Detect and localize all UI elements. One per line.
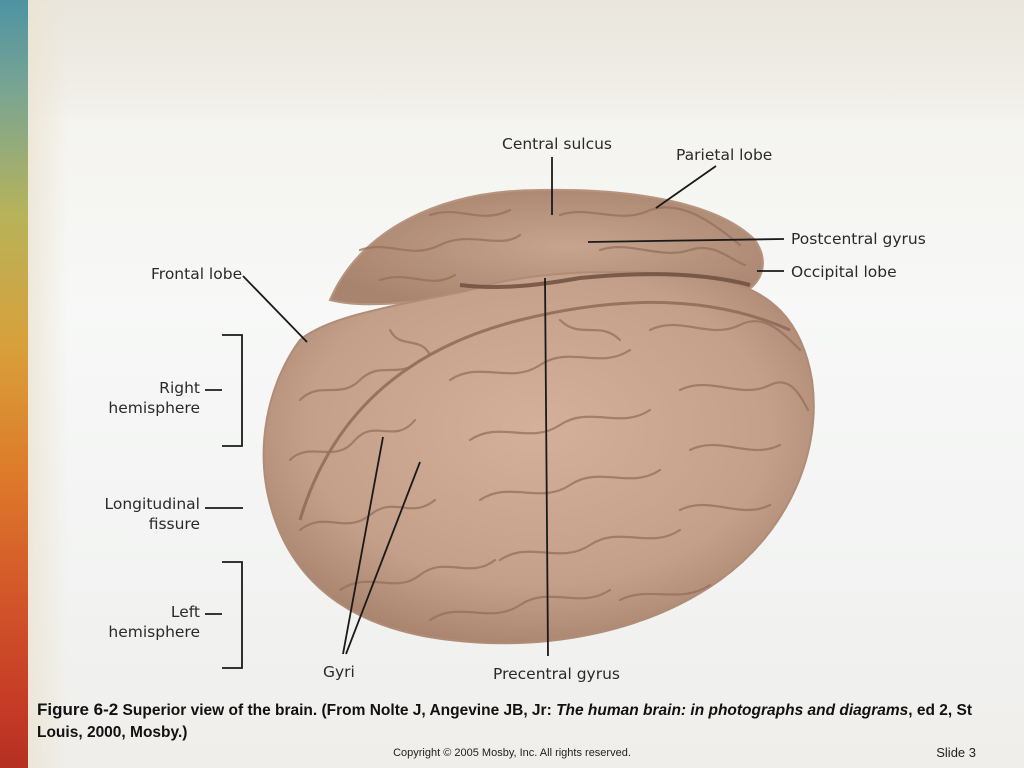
bracket-left-hemisphere <box>222 561 243 669</box>
leader-precentral-gyrus <box>544 277 549 657</box>
label-postcentral-gyrus: Postcentral gyrus <box>791 230 926 248</box>
slide-left-fade <box>28 0 68 768</box>
label-right-hemisphere-line1: Right <box>159 379 200 397</box>
caption-book-title: The human brain: in photographs and diag… <box>556 702 909 719</box>
brain-main-body <box>262 270 815 645</box>
leader-parietal-lobe <box>655 165 717 209</box>
brain-gyral-folds <box>288 206 810 622</box>
label-parietal-lobe: Parietal lobe <box>676 146 772 164</box>
caption-figure-number: Figure 6-2 <box>37 700 119 719</box>
slide-left-color-strip <box>0 0 28 768</box>
label-central-sulcus: Central sulcus <box>502 135 612 153</box>
label-gyri: Gyri <box>323 663 355 681</box>
brain-longitudinal-fissure <box>298 301 791 521</box>
footer-copyright: Copyright © 2005 Mosby, Inc. All rights … <box>393 747 631 759</box>
label-longitudinal-fissure-line2: fissure <box>149 515 200 533</box>
leader-frontal-lobe <box>242 275 308 343</box>
leader-lines <box>205 157 785 669</box>
caption-text-part1: Superior view of the brain. (From Nolte … <box>118 702 557 719</box>
leader-postcentral-gyrus <box>587 238 785 243</box>
label-left-hemisphere-line2: hemisphere <box>108 623 200 641</box>
brain-diagram: Central sulcus Parietal lobe Postcentral… <box>105 135 926 683</box>
label-right-hemisphere-line2: hemisphere <box>108 399 200 417</box>
label-frontal-lobe: Frontal lobe <box>151 265 242 283</box>
label-longitudinal-fissure-line1: Longitudinal <box>105 495 201 513</box>
diagram-labels: Central sulcus Parietal lobe Postcentral… <box>105 135 926 683</box>
leader-gyri-2 <box>345 461 421 655</box>
brain-photo <box>262 188 815 645</box>
label-precentral-gyrus: Precentral gyrus <box>493 665 620 683</box>
brain-central-sulcus-groove <box>459 272 751 289</box>
slide-top-band <box>0 0 1024 118</box>
footer-slide-number: Slide 3 <box>936 745 976 760</box>
leader-gyri-1 <box>342 436 384 655</box>
caption-text-part2: , ed 2, St Louis, 2000, Mosby.) <box>37 702 973 741</box>
figure-caption: Figure 6-2 Superior view of the brain. (… <box>37 699 977 744</box>
label-left-hemisphere-line1: Left <box>171 603 200 621</box>
bracket-right-hemisphere <box>222 334 243 447</box>
label-occipital-lobe: Occipital lobe <box>791 263 897 281</box>
